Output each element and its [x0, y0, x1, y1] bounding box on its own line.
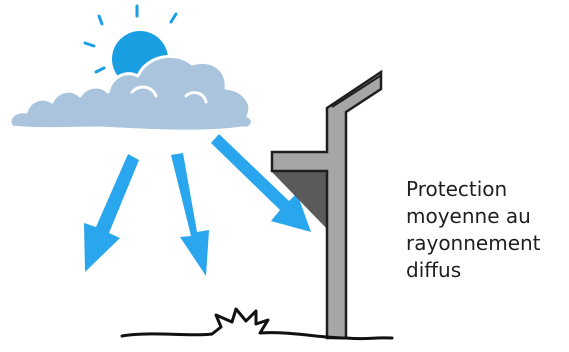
radiation-arrow-left-icon	[84, 154, 139, 272]
caption-text: Protection moyenne au rayonnement diffus	[406, 176, 566, 284]
caption-line: diffus	[406, 257, 566, 284]
radiation-arrow-middle-icon	[171, 153, 209, 276]
caption-line: Protection	[406, 176, 566, 203]
ground-line	[122, 309, 392, 339]
caption-line: rayonnement	[406, 230, 566, 257]
caption-line: moyenne au	[406, 203, 566, 230]
